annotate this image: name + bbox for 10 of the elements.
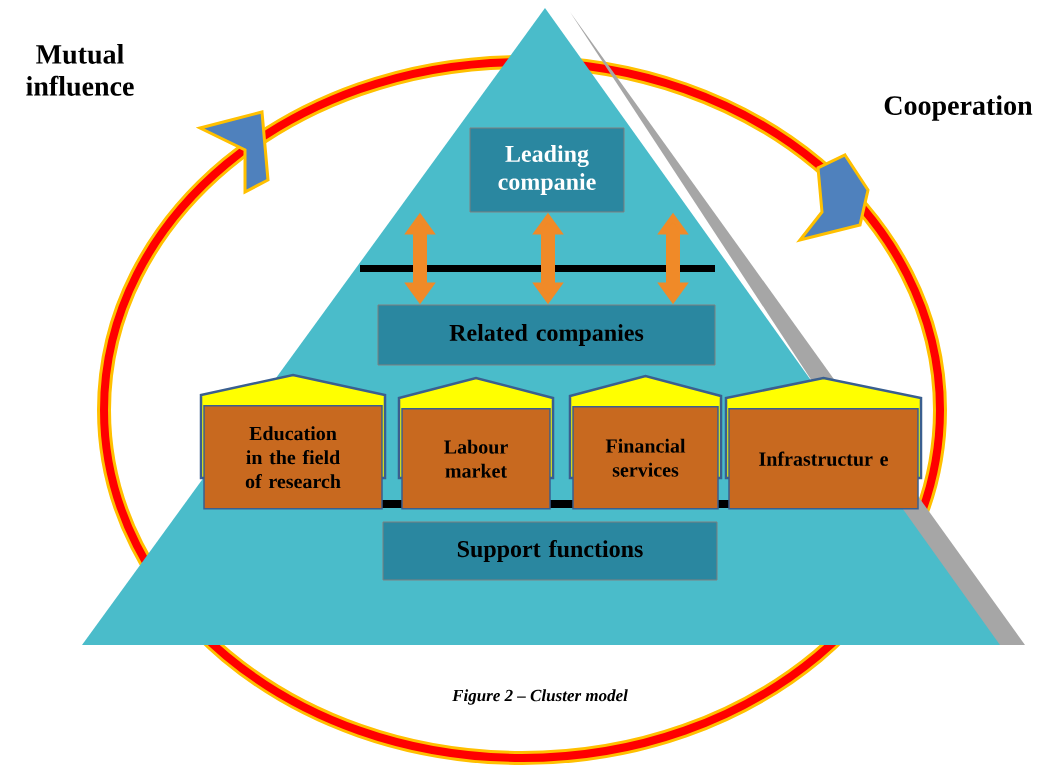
label-box: Leading companie xyxy=(469,127,625,213)
house-box: Financial services xyxy=(568,374,723,510)
caption: Figure 2 – Cluster model xyxy=(452,689,628,705)
side-label: Cooperation xyxy=(884,95,1033,121)
side-label: Mutual influence xyxy=(26,44,134,96)
house-box: Education in the field of research xyxy=(199,373,387,510)
label-box: Related companies xyxy=(377,304,716,366)
house-box: Infrastructur e xyxy=(724,376,923,510)
label-box: Support functions xyxy=(382,521,718,581)
house-box: Labour market xyxy=(397,376,555,510)
